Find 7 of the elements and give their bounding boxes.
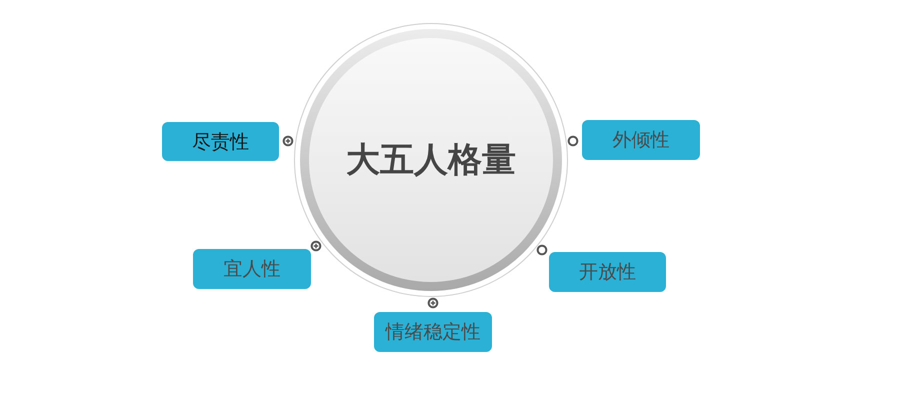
topic-title: 大五人格量 [346, 139, 516, 182]
trait-box: 尽责性 [162, 122, 279, 161]
trait-box: 开放性 [549, 252, 666, 292]
central-circle [293, 22, 569, 298]
trait-box: 情绪稳定性 [374, 312, 492, 352]
trait-box: 宜人性 [193, 249, 311, 289]
trait-box: 外倾性 [582, 120, 700, 160]
